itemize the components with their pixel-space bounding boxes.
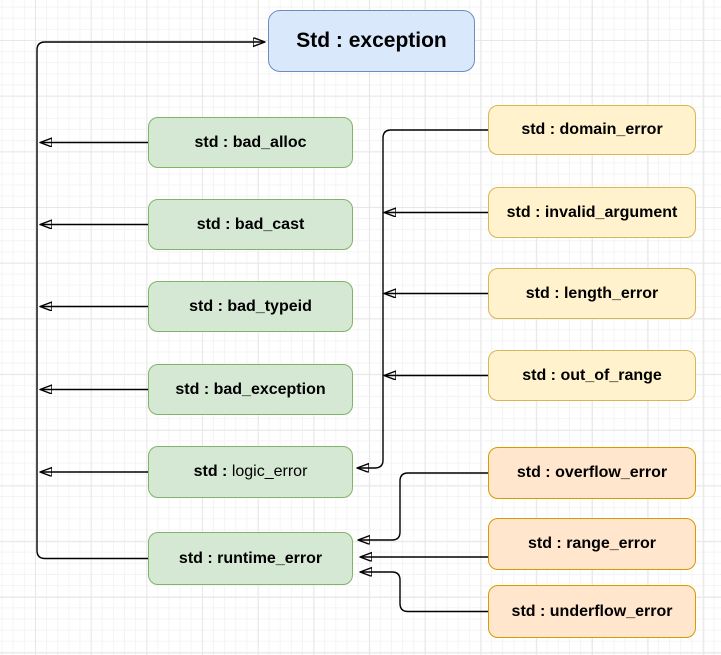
- node-length-error: std : length_error: [488, 268, 696, 319]
- node-runtime-error: std : runtime_error: [148, 532, 353, 585]
- node-out-of-range: std : out_of_range: [488, 350, 696, 401]
- node-bad-typeid: std : bad_typeid: [148, 281, 353, 332]
- node-label-bold: std : runtime_error: [178, 549, 323, 567]
- node-label-bold: std : bad_cast: [196, 215, 305, 233]
- node-logic-error: std : logic_error: [148, 446, 353, 498]
- edge-overflow-error-to-runtime-error: [359, 472, 488, 540]
- node-label-bold: std : out_of_range: [522, 366, 662, 384]
- node-bad-cast: std : bad_cast: [148, 199, 353, 250]
- edge-underflow-error-to-runtime-error: [361, 572, 488, 613]
- node-invalid-argument: std : invalid_argument: [488, 187, 696, 238]
- node-label-bold: std : domain_error: [521, 121, 663, 138]
- node-label-bold: std : range_error: [527, 535, 657, 552]
- edge-domain-error-to-logic-error: [358, 129, 488, 468]
- node-domain-error: std : domain_error: [488, 105, 696, 155]
- node-label-bold: std : bad_typeid: [189, 297, 312, 315]
- node-label-bold: Std : exception: [296, 29, 447, 52]
- node-label-regular: logic_error: [231, 463, 308, 480]
- node-label-bold: std : overflow_error: [516, 464, 668, 481]
- node-overflow-error: std : overflow_error: [488, 447, 696, 499]
- node-label-bold: std : underflow_error: [511, 602, 673, 620]
- node-range-error: std : range_error: [488, 518, 696, 570]
- node-label-bold: std : bad_alloc: [194, 133, 307, 151]
- node-label-bold: std : length_error: [525, 284, 659, 302]
- node-underflow-error: std : underflow_error: [488, 585, 696, 638]
- node-label-bold: std :: [193, 463, 232, 480]
- node-label-bold: std : invalid_argument: [506, 203, 678, 221]
- node-std-exception: Std : exception: [268, 10, 475, 72]
- node-label-bold: std : bad_exception: [175, 380, 326, 398]
- node-bad-alloc: std : bad_alloc: [148, 117, 353, 168]
- node-bad-exception: std : bad_exception: [148, 364, 353, 415]
